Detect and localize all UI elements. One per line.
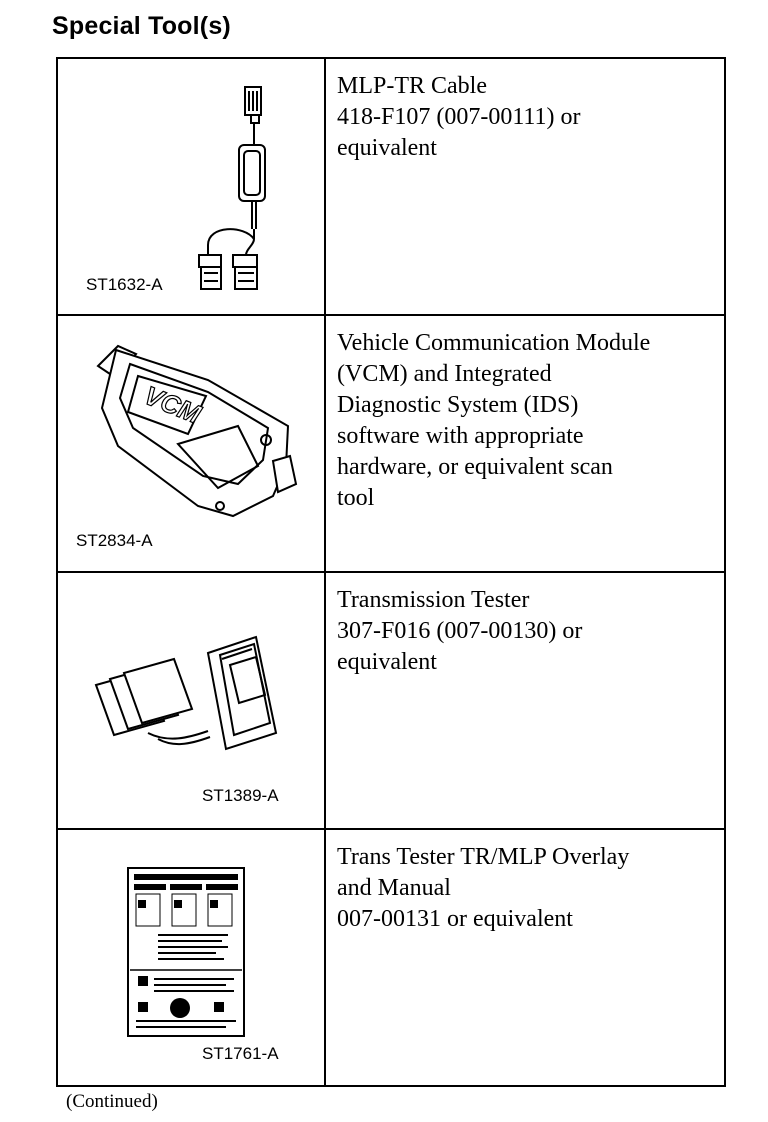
description-line: 007-00131 or equivalent: [337, 906, 573, 932]
tool-row: ST1761-A Trans Tester TR/MLP Overlay and…: [56, 828, 726, 1087]
special-tools-table: ST1632-A MLP-TR Cable 418-F107 (007-0011…: [56, 57, 726, 1087]
tool-illustration-cell: ST1632-A: [56, 57, 326, 316]
description-line: 418-F107 (007-00111) or: [337, 104, 581, 130]
tool-description-cell: Trans Tester TR/MLP Overlay and Manual 0…: [324, 828, 726, 1087]
description-line: MLP-TR Cable: [337, 73, 487, 99]
description-line: equivalent: [337, 649, 437, 675]
overlay-manual-icon: [127, 867, 245, 1037]
tool-description: Trans Tester TR/MLP Overlay and Manual 0…: [326, 830, 724, 935]
mlp-tr-cable-icon: [198, 86, 266, 290]
tool-code: ST2834-A: [76, 531, 153, 550]
description-line: Trans Tester TR/MLP Overlay: [337, 844, 630, 870]
description-line: tool: [337, 485, 375, 511]
page-title: Special Tool(s): [52, 12, 231, 40]
tool-description: MLP-TR Cable 418-F107 (007-00111) or equ…: [326, 59, 724, 164]
tool-description-cell: MLP-TR Cable 418-F107 (007-00111) or equ…: [324, 57, 726, 316]
tool-description-cell: Vehicle Communication Module (VCM) and I…: [324, 314, 726, 573]
tool-illustration-cell: ST1761-A: [56, 828, 326, 1087]
description-line: (VCM) and Integrated: [337, 361, 552, 387]
tool-row: VCM ST2834-A Vehicle Communication Modul…: [56, 314, 726, 573]
tool-description: Transmission Tester 307-F016 (007-00130)…: [326, 573, 724, 678]
vcm-module-icon: VCM: [96, 344, 298, 518]
tool-description: Vehicle Communication Module (VCM) and I…: [326, 316, 724, 514]
tool-illustration-cell: ST1389-A: [56, 571, 326, 830]
tool-row: ST1389-A Transmission Tester 307-F016 (0…: [56, 571, 726, 830]
continued-note: (Continued): [66, 1091, 158, 1112]
description-line: software with appropriate: [337, 423, 584, 449]
tool-description-cell: Transmission Tester 307-F016 (007-00130)…: [324, 571, 726, 830]
transmission-tester-icon: [94, 635, 278, 751]
tool-row: ST1632-A MLP-TR Cable 418-F107 (007-0011…: [56, 57, 726, 316]
tool-code: ST1632-A: [86, 275, 163, 294]
tool-code: ST1389-A: [202, 786, 279, 805]
description-line: equivalent: [337, 135, 437, 161]
tool-illustration-cell: VCM ST2834-A: [56, 314, 326, 573]
tool-code: ST1761-A: [202, 1044, 279, 1063]
description-line: and Manual: [337, 875, 451, 901]
description-line: Vehicle Communication Module: [337, 330, 651, 356]
description-line: 307-F016 (007-00130) or: [337, 618, 583, 644]
description-line: Diagnostic System (IDS): [337, 392, 579, 418]
description-line: Transmission Tester: [337, 587, 530, 613]
description-line: hardware, or equivalent scan: [337, 454, 613, 480]
